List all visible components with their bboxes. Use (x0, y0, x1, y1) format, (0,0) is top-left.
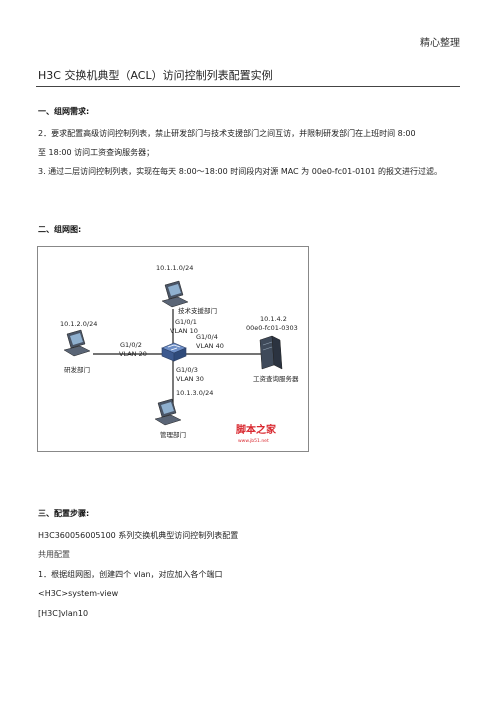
label-server-name: 工资查询服务器 (253, 374, 299, 383)
label-port-4: G1/0/4 (196, 333, 218, 341)
label-vlan-30: VLAN 30 (176, 375, 204, 383)
label-tech-name: 技术支援部门 (178, 306, 217, 315)
title-divider (36, 86, 460, 87)
watermark-url: www.jb51.net (238, 438, 269, 444)
label-rd-name: 研发部门 (64, 365, 90, 374)
label-mgmt-name: 管理部门 (160, 430, 186, 439)
section-3-heading: 三、配置步骤: (38, 509, 90, 518)
header-label: 精心整理 (420, 38, 460, 49)
section-1-heading: 一、组网需求: (38, 107, 90, 116)
switch-icon (161, 342, 187, 362)
watermark-logo: 脚本之家 (236, 423, 277, 436)
label-vlan-10: VLAN 10 (170, 327, 198, 335)
command-vlan10: [H3C]vlan10 (38, 609, 89, 618)
model-line: H3C360056005100 系列交换机典型访问控制列表配置 (38, 531, 239, 540)
label-vlan-20: VLAN 20 (119, 350, 147, 358)
common-config-label: 共用配置 (38, 550, 70, 559)
network-diagram: 10.1.1.0/24 技术支援部门 10.1.2.0/24 研发部门 10.1… (37, 246, 309, 452)
pc-icon-mgmt (154, 398, 182, 426)
label-server-ip: 10.1.4.2 (260, 315, 287, 323)
server-icon (259, 335, 283, 370)
label-tech-net: 10.1.1.0/24 (156, 264, 193, 272)
label-port-2: G1/0/2 (120, 341, 142, 349)
pc-icon-rd (63, 329, 91, 357)
command-system-view: <H3C>system-view (38, 589, 119, 598)
label-server-mac: 00e0-fc01-0303 (246, 324, 298, 332)
label-mgmt-net: 10.1.3.0/24 (176, 389, 213, 397)
requirement-3: 3. 通过二层访问控制列表，实现在每天 8:00～18:00 时间段内对源 MA… (38, 167, 442, 176)
requirement-2-line-2: 至 18:00 访问工资查询服务器； (38, 148, 155, 157)
label-port-3: G1/0/3 (176, 366, 198, 374)
label-rd-net: 10.1.2.0/24 (60, 320, 97, 328)
document-title: H3C 交换机典型（ACL）访问控制列表配置实例 (38, 69, 273, 82)
step-1: 1．根据组网图，创建四个 vlan，对应加入各个端口 (38, 570, 223, 579)
label-port-1: G1/0/1 (175, 318, 197, 326)
pc-icon-tech (161, 280, 189, 308)
requirement-2-line-1: 2．要求配置高级访问控制列表，禁止研发部门与技术支援部门之间互访，并限制研发部门… (38, 129, 416, 138)
label-vlan-40: VLAN 40 (196, 342, 224, 350)
section-2-heading: 二、组网图: (38, 225, 82, 234)
